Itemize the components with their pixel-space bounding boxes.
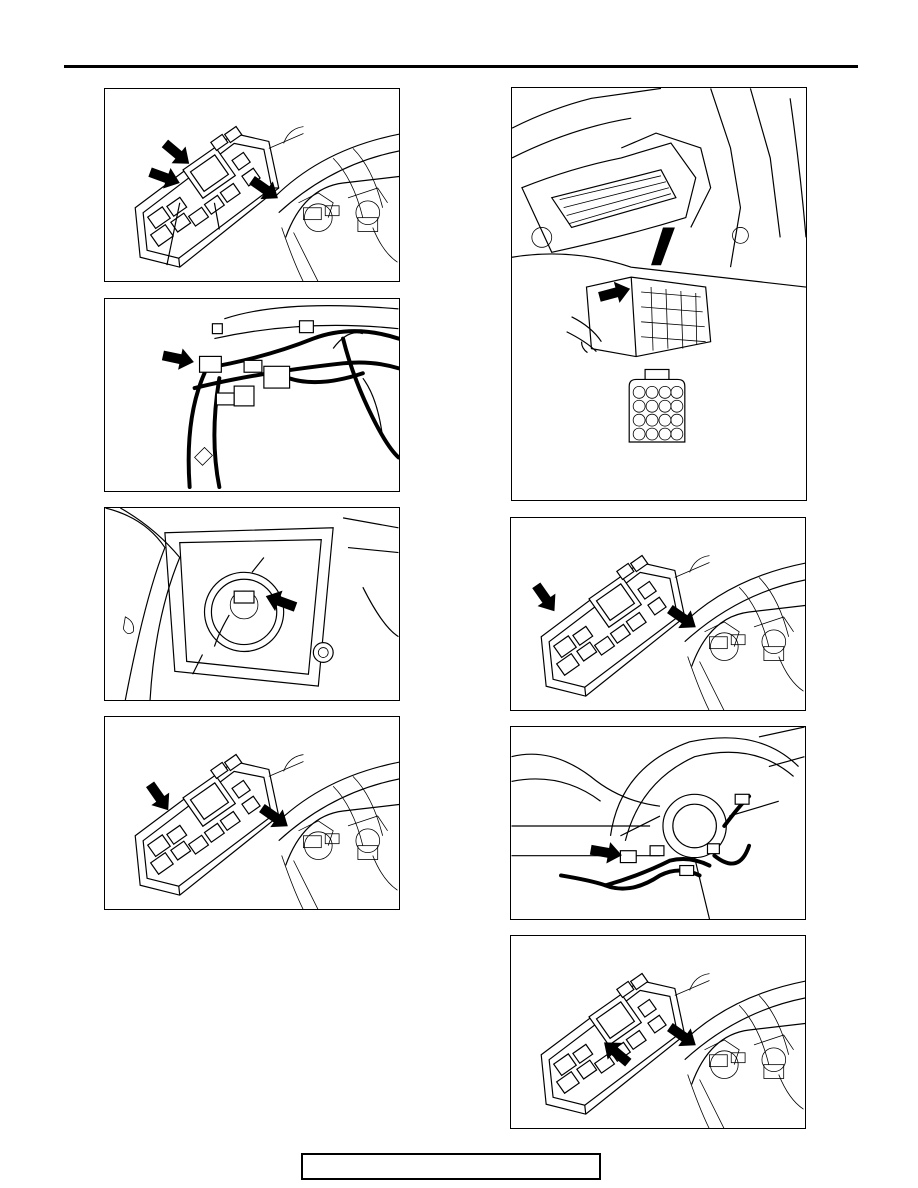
- arrow-icon: [588, 839, 624, 866]
- page-footer-box: [301, 1153, 601, 1180]
- figure-ecu-connector: [511, 87, 807, 501]
- harness-illustration: [160, 305, 399, 490]
- relay-box-illustration: [134, 125, 399, 281]
- relay-box-illustration: [540, 972, 805, 1128]
- connector-terminal-diagram: [628, 368, 686, 443]
- relay-box-illustration: [527, 554, 805, 710]
- figure-steering-harness: [510, 726, 806, 920]
- arrow-icon: [527, 579, 564, 618]
- figure-relay-box-4: [510, 935, 806, 1129]
- arrow-icon: [160, 344, 197, 373]
- relay-box-illustration: [134, 753, 399, 909]
- figure-relay-box-3: [510, 517, 806, 711]
- figure-wiring-harness: [104, 298, 400, 492]
- figure-relay-box-1: [104, 88, 400, 282]
- header-rule: [64, 65, 858, 68]
- arrow-icon: [262, 585, 300, 618]
- figure-fuel-pump-cover: [104, 507, 400, 701]
- figure-relay-box-2: [104, 716, 400, 910]
- fuel-pump-illustration: [105, 508, 399, 700]
- steering-illustration: [511, 727, 805, 919]
- ecu-illustration: [512, 88, 806, 443]
